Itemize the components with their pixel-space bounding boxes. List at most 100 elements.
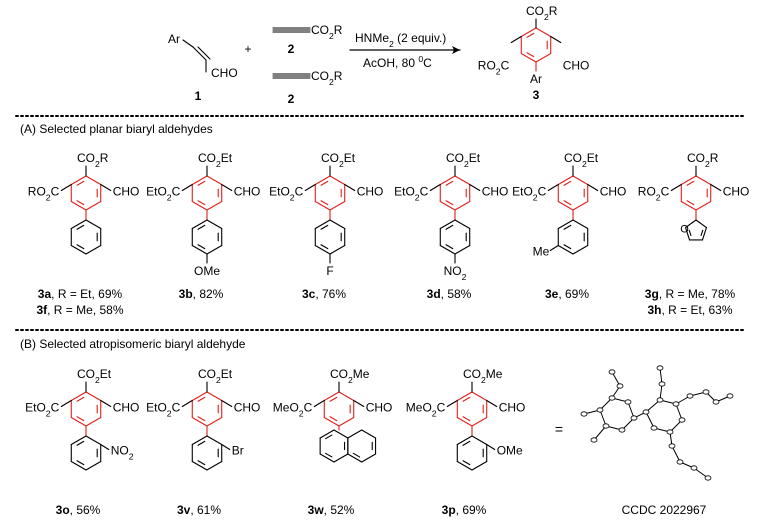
product-b3-naphthyl-ring-b-bond bbox=[347, 429, 363, 439]
product-a5-left-ester-bond bbox=[547, 183, 559, 192]
crystal-structure-atom bbox=[704, 475, 712, 481]
product-a5-cho-bond bbox=[587, 183, 599, 192]
crystal-structure-atom bbox=[666, 429, 674, 435]
product-b4-central-ring-bond bbox=[456, 416, 473, 427]
crystal-structure-bond bbox=[645, 411, 655, 429]
product-a6-furan-bond bbox=[701, 227, 708, 241]
product-b4-central-ring-double-bond bbox=[462, 416, 471, 422]
product-b1-top-ester-label: CO2Et bbox=[77, 367, 112, 385]
product-b4-aryl-ring-double-bond bbox=[462, 440, 471, 446]
product-a6-furan-double-bond bbox=[700, 229, 704, 237]
product-b4-ortho-substituent-label: OMe bbox=[497, 444, 523, 458]
product-b4-cho-bond bbox=[486, 399, 498, 408]
product-a3-aryl-ring-bond bbox=[314, 244, 331, 255]
product-b2-central-ring-double-bond bbox=[197, 396, 206, 402]
product-a3-central-ring-double-bond bbox=[320, 180, 329, 186]
product-a6-cho-bond bbox=[710, 183, 722, 192]
product-a4-aryl-ring-bond bbox=[439, 219, 456, 230]
product-b3-left-ester-bond bbox=[313, 399, 325, 408]
scheme-plus-sign: + bbox=[244, 42, 251, 56]
product-a2-central-ring-bond bbox=[191, 200, 208, 211]
ccdc-label: CCDC 2022967 bbox=[622, 503, 707, 517]
crystal-structure-atom bbox=[726, 393, 734, 399]
product-a4-aryl-ring-double-bond bbox=[445, 224, 454, 230]
reagent-line-1: HNMe2 (2 equiv.) bbox=[355, 31, 446, 49]
product-a1-aryl-ring-bond bbox=[85, 219, 102, 230]
product-b3-naphthyl-ring-a-bond bbox=[319, 453, 335, 463]
product-b2-ortho-substituent-label: Br bbox=[232, 444, 244, 458]
product-a6-central-ring-double-bond bbox=[686, 200, 695, 206]
product-b1-ortho-substituent-bond bbox=[100, 443, 110, 451]
product-b2-central-ring-bond bbox=[206, 391, 223, 402]
crystal-structure-atom bbox=[608, 395, 616, 401]
product-a2-left-ester-bond bbox=[181, 183, 193, 192]
product-a5-central-ring-bond bbox=[572, 175, 589, 186]
product-a1-central-ring-double-bond bbox=[76, 180, 85, 186]
section-a-label-4: 3d, 58% bbox=[427, 287, 472, 301]
product-a5-central-ring-bond bbox=[572, 200, 589, 211]
product-b3-central-ring-double-bond bbox=[329, 416, 338, 422]
crystal-structure-bond bbox=[659, 383, 663, 401]
product-b3-naphthyl-ring-b-bond bbox=[347, 453, 363, 463]
crystal-structure-bond bbox=[675, 403, 683, 421]
product-b1-left-ester-bond bbox=[60, 399, 72, 408]
product-a6-cho-label: CHO bbox=[723, 185, 750, 199]
product-b1-aryl-ring-bond bbox=[70, 435, 87, 446]
product-b3-cho-label: CHO bbox=[366, 401, 393, 415]
product-a4-central-ring-bond bbox=[439, 175, 456, 186]
product-b4-central-ring-bond bbox=[471, 416, 488, 427]
product-a3-aryl-ring-double-bond bbox=[320, 224, 329, 230]
product-b2-aryl-ring-double-bond bbox=[197, 440, 206, 446]
product-b2-left-ester-label: EtO2C bbox=[146, 401, 180, 419]
product-a1-aryl-ring-bond bbox=[85, 244, 102, 255]
section-b-label-3: 3w, 52% bbox=[308, 503, 355, 517]
product-a5-aryl-ring-bond bbox=[557, 219, 574, 230]
product-a2-central-ring-double-bond bbox=[197, 180, 206, 186]
section-a-label-2: 3b, 82% bbox=[179, 287, 224, 301]
product-b1-central-ring-bond bbox=[70, 416, 87, 427]
product-b2-aryl-ring-bond bbox=[206, 460, 223, 471]
product-a1-central-ring-double-bond bbox=[76, 200, 85, 206]
product-b4-top-ester-label: CO2Me bbox=[463, 367, 503, 385]
crystal-structure-atom bbox=[668, 443, 676, 449]
product-b3-naphthyl-ring-a-bond bbox=[333, 453, 349, 463]
crystal-structure-atom bbox=[690, 465, 698, 471]
product-a3-top-ester-label: CO2Et bbox=[321, 151, 356, 169]
product-b3-naphthyl-ring-b-bond bbox=[361, 453, 377, 463]
section-b-title: (B) Selected atropisomeric biaryl aldehy… bbox=[20, 337, 246, 351]
product-b3-central-ring-bond bbox=[338, 416, 355, 427]
product-a2-aryl-ring-bond bbox=[206, 244, 223, 255]
product-a3-aryl-ring-bond bbox=[314, 219, 331, 230]
crystal-structure-bond bbox=[659, 367, 663, 385]
crystal-structure-atom bbox=[596, 407, 604, 413]
section-a-label-6: 3g, R = Me, 78% bbox=[645, 287, 736, 301]
product-a1-top-ester-label: CO2R bbox=[77, 151, 109, 169]
product-3-ar-label: Ar bbox=[530, 72, 542, 86]
product-a5-left-ester-label: EtO2C bbox=[512, 185, 546, 203]
product-a5-aryl-ring-bond bbox=[572, 219, 589, 230]
section-a-label-1-b: 3f, R = Me, 58% bbox=[36, 303, 123, 317]
product-3-central-ring-bond bbox=[520, 52, 537, 63]
product-a2-central-ring-double-bond bbox=[197, 200, 206, 206]
product-a5-aryl-ring-double-bond bbox=[563, 244, 572, 250]
product-a3-left-ester-label: EtO2C bbox=[269, 185, 303, 203]
alkyne-top-ester-label: CO2R bbox=[311, 23, 343, 41]
product-a3-para-substituent-label: F bbox=[326, 264, 333, 278]
product-a1-left-ester-label: RO2C bbox=[28, 185, 60, 203]
crystal-structure-atom bbox=[624, 399, 632, 405]
product-b2-central-ring-double-bond bbox=[197, 416, 206, 422]
crystal-structure-bond bbox=[599, 409, 607, 427]
product-a5-central-ring-bond bbox=[557, 200, 574, 211]
product-a5-central-ring-bond bbox=[557, 175, 574, 186]
product-a3-cho-bond bbox=[344, 183, 356, 192]
product-b4-left-ester-bond bbox=[446, 399, 458, 408]
product-a6-central-ring-bond bbox=[680, 200, 697, 211]
product-a4-central-ring-bond bbox=[439, 200, 456, 211]
compound-1-label: 1 bbox=[195, 89, 202, 103]
product-a6-central-ring-double-bond bbox=[686, 180, 695, 186]
product-a2-central-ring-bond bbox=[206, 175, 223, 186]
reaction-arrowhead bbox=[452, 46, 460, 54]
product-b2-cho-label: CHO bbox=[234, 401, 261, 415]
